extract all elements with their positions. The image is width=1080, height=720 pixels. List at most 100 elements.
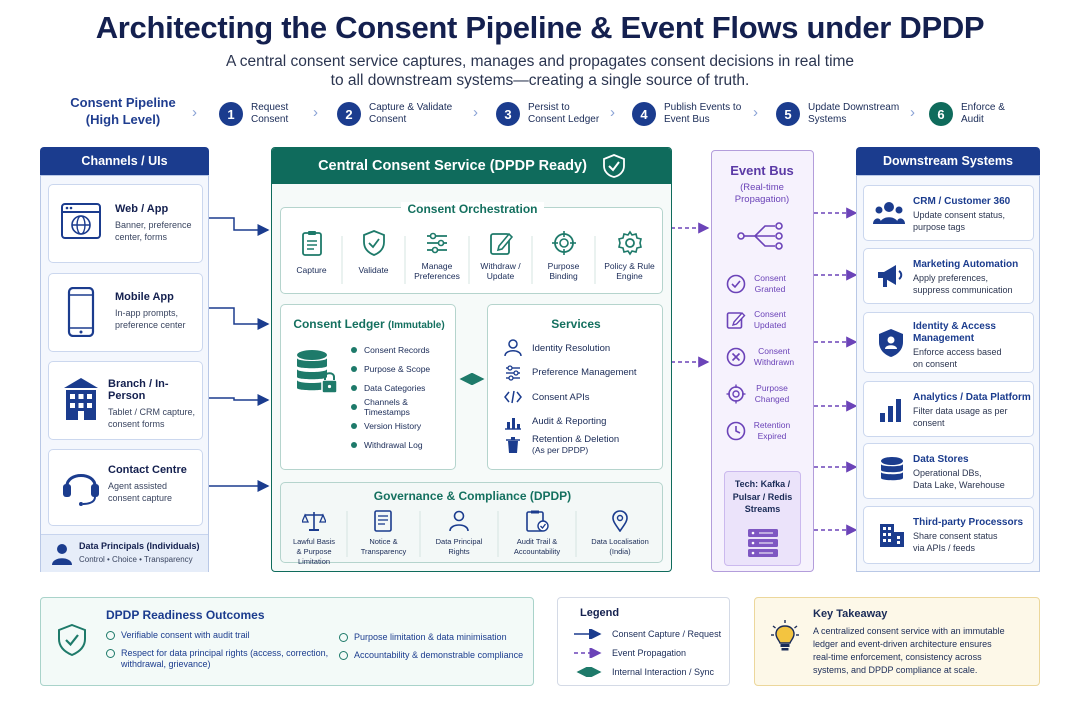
- chevron-right-icon: ›: [910, 104, 915, 121]
- x-circle-icon: [726, 347, 746, 367]
- shield-check-icon: [362, 230, 385, 256]
- target-icon: [726, 384, 746, 404]
- channel-title: Web / App: [115, 203, 169, 215]
- list-item: Data Categories: [351, 378, 455, 397]
- event-bus-title: Event Bus: [730, 163, 794, 178]
- orch-capture[interactable]: Capture: [281, 230, 342, 275]
- ledger-list: Consent Records Purpose & Scope Data Cat…: [351, 340, 455, 454]
- sync-arrow: [459, 373, 485, 385]
- outcome-item: Accountability & demonstrable compliance: [339, 650, 523, 661]
- gov-notice-transparency[interactable]: Notice &Transparency: [347, 510, 420, 557]
- service-retention-deletion[interactable]: Retention & Deletion(As per DPDP): [500, 434, 637, 462]
- browser-globe-icon: [61, 203, 101, 239]
- channel-title: Contact Centre: [108, 464, 187, 476]
- list-item: Consent Records: [351, 340, 455, 359]
- list-item: Channels & Timestamps: [351, 397, 455, 417]
- legend: Legend Consent Capture / Request Event P…: [557, 597, 730, 686]
- governance-title: Governance & Compliance (DPDP): [373, 489, 572, 503]
- scales-icon: [302, 512, 326, 531]
- downstream-heading: Downstream Systems: [856, 147, 1040, 175]
- pipeline-label: Consent Pipeline (High Level): [70, 95, 176, 127]
- orchestration-dividers: [341, 236, 596, 284]
- chevron-right-icon: ›: [753, 104, 758, 121]
- channel-mobile-app[interactable]: Mobile App In-app prompts,preference cen…: [48, 273, 203, 352]
- governance-dividers: [346, 511, 577, 557]
- channel-desc: In-app prompts,preference center: [115, 308, 186, 330]
- headset-icon: [63, 474, 99, 506]
- ledger-title: Consent Ledger (Immutable): [293, 317, 445, 331]
- person-icon: [52, 544, 72, 565]
- outcome-item: Verifiable consent with audit trail: [106, 630, 250, 641]
- location-pin-icon: [612, 510, 628, 532]
- services-list: Identity Resolution Preference Managemen…: [500, 336, 637, 462]
- user-icon: [449, 510, 469, 532]
- bar-chart-icon: [880, 399, 901, 422]
- outcome-item: Respect for data principal rights (acces…: [106, 648, 328, 670]
- chevron-right-icon: ›: [473, 104, 478, 121]
- service-preference-management[interactable]: Preference Management: [500, 361, 637, 386]
- chevron-right-icon: ›: [192, 104, 197, 121]
- edit-icon: [489, 232, 513, 255]
- users-icon: [873, 202, 905, 224]
- channel-title: Branch / In-Person: [108, 378, 169, 402]
- services-panel: Services Identity Resolution Preference …: [487, 304, 663, 470]
- orchestration-title: Consent Orchestration: [401, 202, 544, 216]
- consent-ledger: Consent Ledger (Immutable) Consent Recor…: [280, 304, 456, 470]
- service-identity-resolution[interactable]: Identity Resolution: [500, 336, 637, 361]
- legend-item-sync: Internal Interaction / Sync: [576, 666, 715, 677]
- orch-validate[interactable]: Validate: [342, 230, 405, 275]
- principals-sub: Control • Choice • Transparency: [79, 555, 193, 564]
- takeaway-text: A centralized consent service with an im…: [813, 626, 1005, 675]
- legend-item-capture: Consent Capture / Request: [574, 628, 722, 639]
- megaphone-icon: [878, 265, 903, 287]
- shield-check-icon: [58, 624, 86, 656]
- gov-lawful-basis[interactable]: Lawful Basis& Purpose Limitation: [281, 510, 347, 567]
- service-audit-reporting[interactable]: Audit & Reporting: [500, 410, 637, 435]
- database-lock-icon: [297, 350, 338, 394]
- network-fanout-icon: [737, 222, 783, 250]
- page-subtitle: A central consent service captures, mana…: [225, 53, 855, 89]
- orch-withdraw-update[interactable]: Withdraw /Update: [469, 230, 532, 281]
- document-icon: [373, 510, 392, 532]
- user-icon: [504, 339, 522, 357]
- central-heading: Central Consent Service (DPDP Ready): [272, 148, 671, 184]
- pipeline-step-6: 6 Enforce &Audit: [929, 102, 1005, 126]
- service-consent-apis[interactable]: Consent APIs: [500, 385, 637, 410]
- channels-heading: Channels / UIs: [40, 147, 209, 175]
- trash-icon: [506, 437, 520, 453]
- clipboard-check-icon: [526, 510, 549, 532]
- list-item: Purpose & Scope: [351, 359, 455, 378]
- legend-title: Legend: [580, 607, 620, 619]
- lightbulb-icon: [771, 620, 799, 651]
- shield-check-icon: [603, 154, 625, 178]
- office-building-icon: [880, 524, 904, 547]
- principals-title: Data Principals (Individuals): [79, 541, 200, 551]
- data-principals-banner: Data Principals (Individuals) Control • …: [41, 534, 208, 572]
- gov-data-localisation[interactable]: Data Localisation(India): [576, 510, 664, 557]
- key-takeaway: Key Takeaway A centralized consent servi…: [754, 597, 1040, 686]
- gov-audit-trail[interactable]: Audit Trail &Accountability: [498, 510, 576, 557]
- channel-branch[interactable]: Branch / In-Person Tablet / CRM capture,…: [48, 361, 203, 440]
